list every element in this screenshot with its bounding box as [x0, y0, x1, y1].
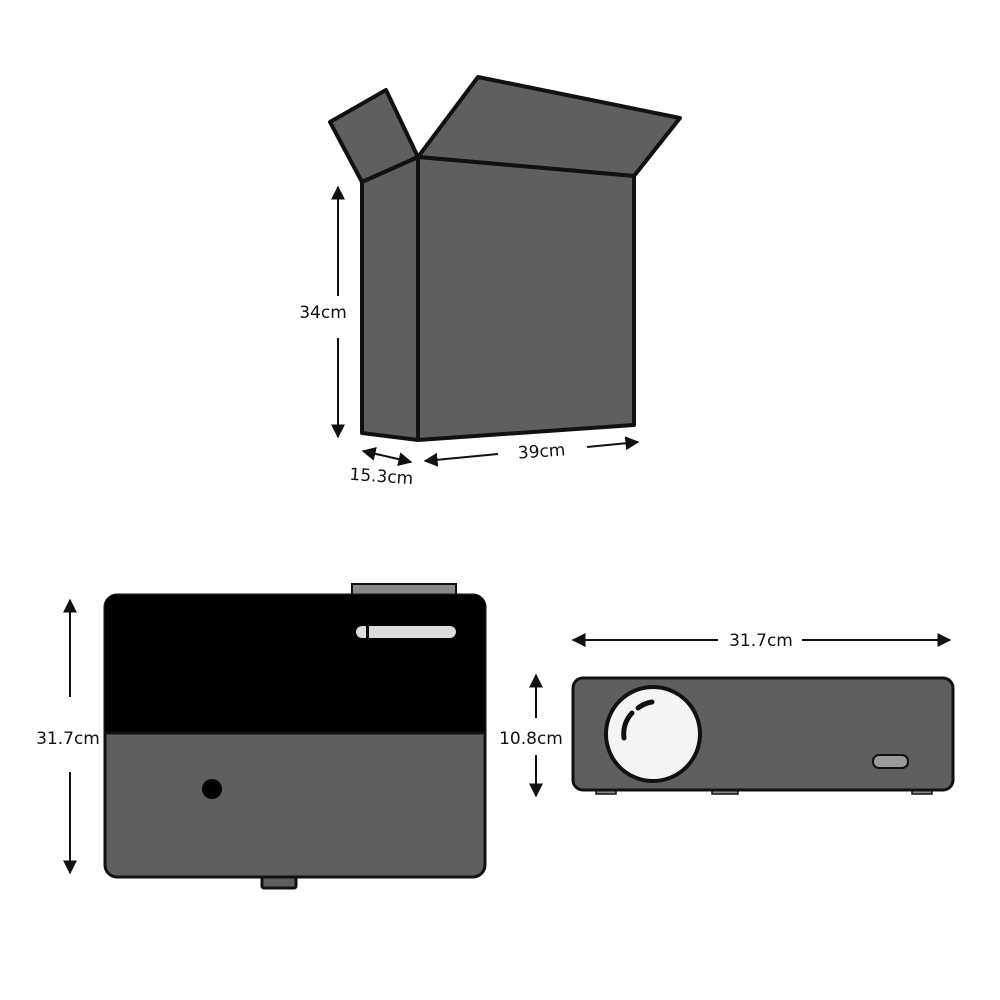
box-height-label: 34cm: [299, 303, 347, 323]
box-width-arrow-right: [586, 436, 640, 451]
projector-front-lens: [604, 685, 702, 783]
projector-top-depth-dimension: 31.7cm: [36, 598, 100, 875]
projector-top-view: [103, 583, 487, 890]
projector-front-view: [571, 676, 955, 795]
projector-front-height-dimension: 10.8cm: [499, 673, 563, 798]
box-side-face: [360, 155, 420, 442]
box-height-dimension: 34cm: [299, 185, 347, 439]
projector-top-strip-notch: [366, 626, 369, 638]
box-width-label: 39cm: [517, 440, 566, 463]
box-front-face: [416, 155, 636, 442]
projector-top-button: [202, 779, 222, 799]
projector-top-depth-label: 31.7cm: [36, 729, 100, 749]
projector-front-width-label: 31.7cm: [729, 631, 793, 651]
projector-front-width-dimension: 31.7cm: [571, 631, 952, 651]
projector-front-height-label: 10.8cm: [499, 729, 563, 749]
box-depth-label: 15.3cm: [349, 465, 414, 489]
box-depth-arrow-right: [384, 452, 413, 466]
projector-top-light-strip: [356, 626, 456, 638]
projector-front-sensor: [872, 754, 909, 769]
packaging-box-illustration: [328, 75, 682, 442]
box-width-dimension: 39cm: [423, 436, 640, 467]
box-depth-arrow-left: [361, 446, 386, 461]
box-depth-dimension: 15.3cm: [349, 446, 414, 489]
projector-top-dark-panel: [105, 595, 485, 733]
box-width-arrow-left: [423, 452, 499, 467]
projector-front-lens-highlight: [621, 699, 655, 741]
